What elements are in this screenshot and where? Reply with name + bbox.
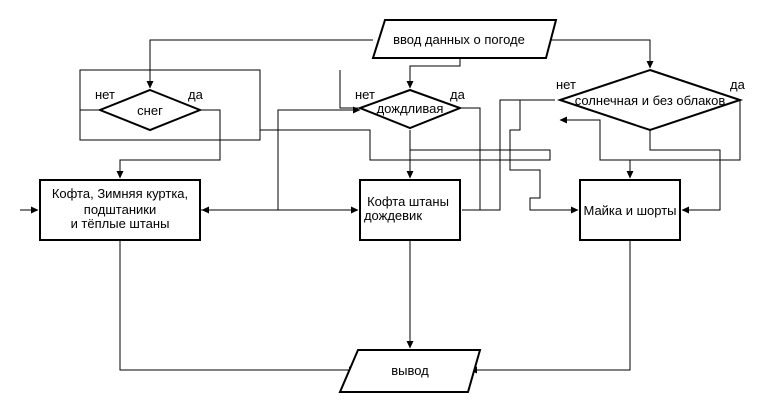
rain-yes-label: да bbox=[450, 87, 466, 102]
winter-clothes-line-2: подштаники bbox=[84, 202, 156, 217]
input-node bbox=[371, 19, 558, 59]
rain-clothes-line-2: дождевик bbox=[364, 208, 422, 223]
output-label: вывод bbox=[391, 363, 429, 378]
winter-clothes-box bbox=[39, 179, 201, 241]
summer-clothes-label: Майка и шорты bbox=[583, 203, 676, 218]
rain-clothes-line-1: Кофта штаны bbox=[367, 194, 449, 209]
snow-decision bbox=[97, 88, 203, 132]
snow-yes-label: да bbox=[188, 87, 204, 102]
rain-clothes-box bbox=[359, 179, 461, 241]
connectors bbox=[20, 39, 741, 374]
sunny-label: солнечная и без облаков bbox=[575, 93, 726, 108]
rain-no-label: нет bbox=[355, 87, 375, 102]
winter-clothes-line-3: и тёплые штаны bbox=[71, 216, 170, 231]
output-node bbox=[338, 349, 482, 393]
sunny-no-label: нет bbox=[556, 77, 576, 92]
sunny-decision bbox=[556, 68, 744, 132]
input-label: ввод данных о погоде bbox=[393, 32, 525, 47]
rain-label: дождливая bbox=[377, 101, 444, 116]
summer-clothes-box bbox=[579, 179, 681, 241]
snow-no-label: нет bbox=[95, 87, 115, 102]
snow-label: снег bbox=[137, 103, 163, 118]
rain-decision bbox=[357, 88, 463, 130]
sunny-yes-label: да bbox=[730, 77, 746, 92]
winter-clothes-line-1: Кофта, Зимняя куртка, bbox=[52, 186, 188, 201]
